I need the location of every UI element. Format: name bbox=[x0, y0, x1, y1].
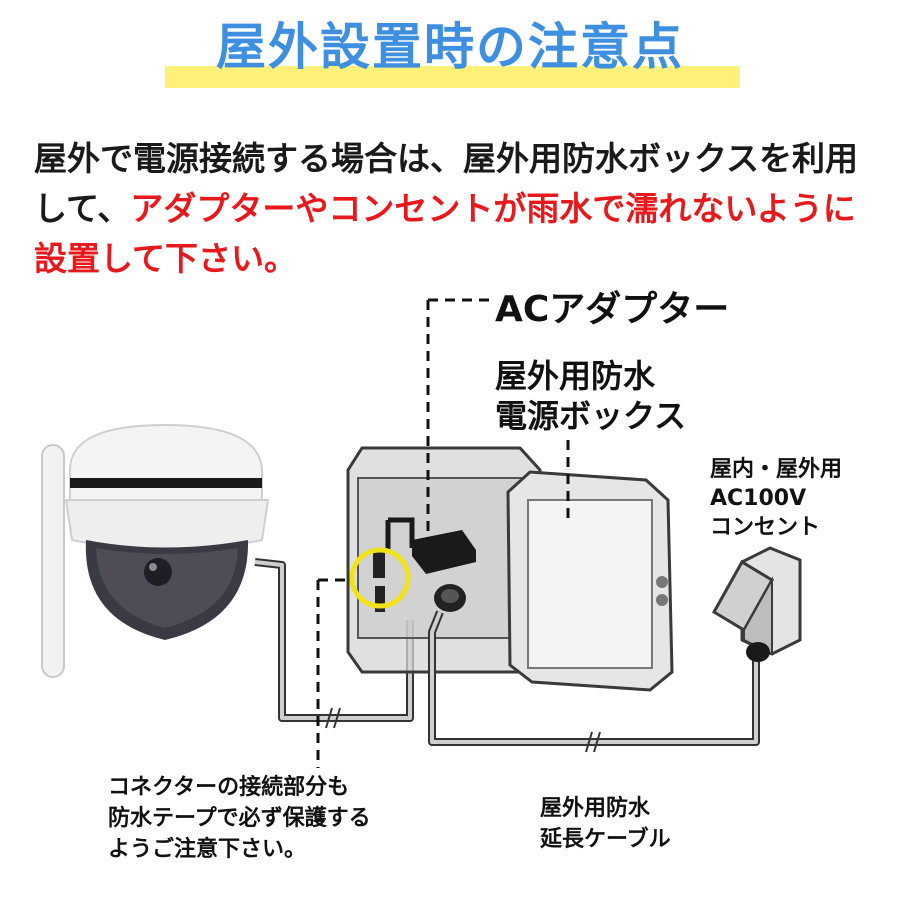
connector-highlight-ring bbox=[349, 547, 411, 609]
title-wrap: 屋外設置時の注意点 bbox=[0, 12, 900, 82]
title-highlight-band bbox=[165, 66, 740, 88]
plug-in-box bbox=[434, 584, 466, 612]
camera-antenna bbox=[41, 444, 65, 678]
label-outlet: 屋内・屋外用 AC100V コンセント bbox=[710, 457, 843, 540]
cable-connector bbox=[373, 548, 385, 612]
label-connector-note: コネクターの接続部分も 防水テープで必ず保護する ようご注意下さい。 bbox=[108, 775, 371, 862]
intro-text: 屋外で電源接続する場合は、屋外用防水ボックスを利用して、アダプターやコンセントが… bbox=[34, 134, 874, 284]
outdoor-outlet bbox=[711, 546, 802, 662]
intro-highlight: アダプターやコンセントが雨水で濡れないように設置して下さい。 bbox=[34, 189, 856, 278]
page-title: 屋外設置時の注意点 bbox=[216, 18, 684, 76]
label-ac-adapter: ACアダプター bbox=[495, 289, 730, 330]
label-waterproof-box: 屋外用防水 電源ボックス bbox=[495, 357, 687, 435]
intro-part1: 屋外で電源接続する場合は、屋外用防水ボックスを利用して、 bbox=[34, 139, 859, 228]
label-extension-cable: 屋外用防水 延長ケーブル bbox=[540, 796, 671, 852]
ac-adapter bbox=[385, 517, 476, 574]
waterproof-box-lid bbox=[506, 470, 674, 692]
dome-camera bbox=[64, 423, 270, 640]
leader-lines bbox=[316, 298, 570, 768]
